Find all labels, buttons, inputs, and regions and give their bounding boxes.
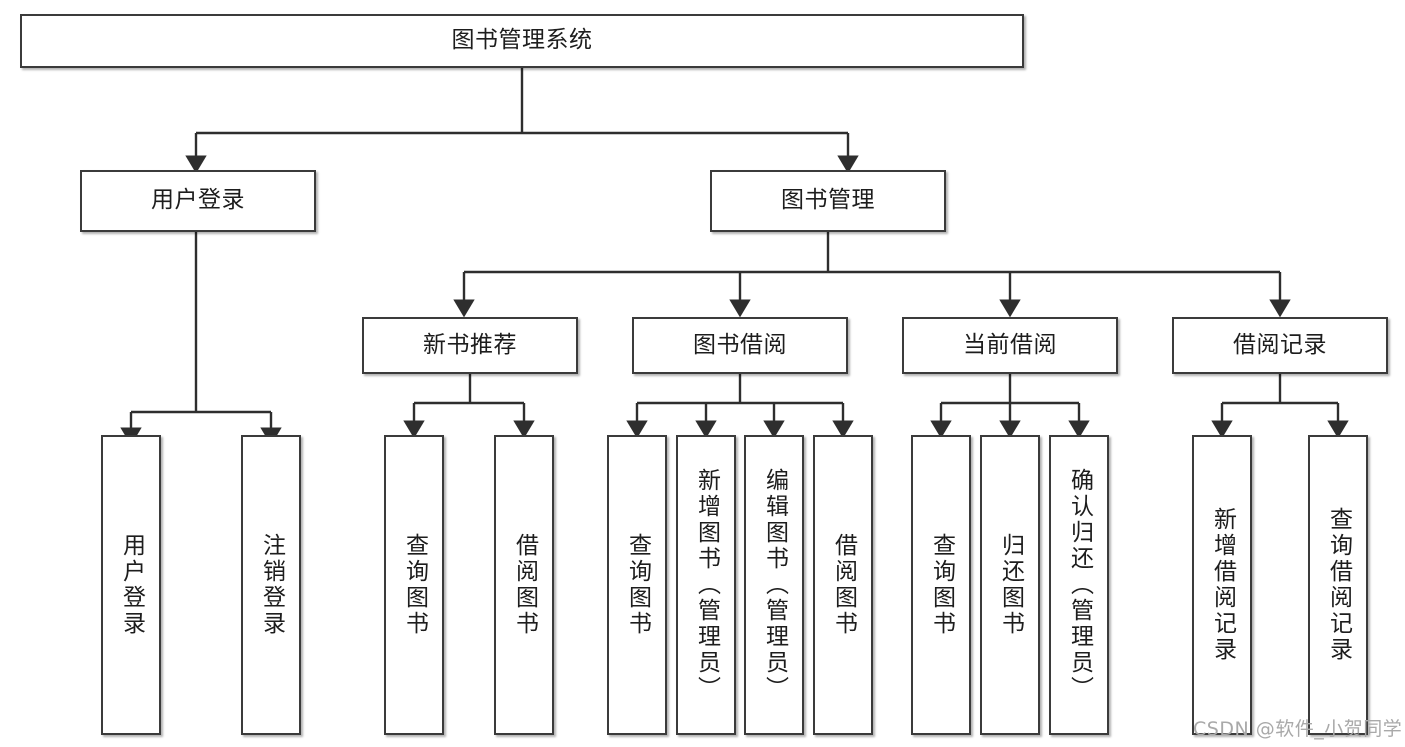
node-label: 注销登录 (258, 533, 285, 637)
leaf-book-borrow-add[interactable]: 新增图书（管理员） (676, 435, 736, 735)
node-label: 图书借阅 (693, 331, 787, 358)
node-user-login[interactable]: 用户登录 (80, 170, 316, 232)
node-borrow-record[interactable]: 借阅记录 (1172, 317, 1388, 374)
node-label: 查询图书 (928, 533, 955, 637)
node-label: 新增图书（管理员） (693, 468, 720, 702)
leaf-current-borrow-return[interactable]: 归还图书 (980, 435, 1040, 735)
node-current-borrow[interactable]: 当前借阅 (902, 317, 1118, 374)
leaf-book-borrow-query[interactable]: 查询图书 (607, 435, 667, 735)
leaf-borrow-record-add[interactable]: 新增借阅记录 (1192, 435, 1252, 735)
leaf-borrow-record-query[interactable]: 查询借阅记录 (1308, 435, 1368, 735)
node-label: 查询图书 (624, 533, 651, 637)
leaf-new-book-query[interactable]: 查询图书 (384, 435, 444, 735)
node-root-system[interactable]: 图书管理系统 (20, 14, 1024, 68)
node-label: 查询图书 (401, 533, 428, 637)
node-label: 借阅记录 (1233, 331, 1327, 358)
watermark-text: CSDN @软件_小贺同学 (1193, 718, 1403, 740)
node-book-management[interactable]: 图书管理 (710, 170, 946, 232)
node-label: 图书管理 (781, 187, 875, 214)
leaf-book-borrow-edit[interactable]: 编辑图书（管理员） (744, 435, 804, 735)
node-label: 用户登录 (151, 187, 245, 214)
leaf-user-login-logout[interactable]: 注销登录 (241, 435, 301, 735)
leaf-current-borrow-confirm-return[interactable]: 确认归还（管理员） (1049, 435, 1109, 735)
node-label: 借阅图书 (511, 533, 538, 637)
node-label: 用户登录 (118, 533, 145, 637)
node-label: 当前借阅 (963, 331, 1057, 358)
node-new-book-recommend[interactable]: 新书推荐 (362, 317, 578, 374)
leaf-new-book-borrow[interactable]: 借阅图书 (494, 435, 554, 735)
leaf-book-borrow-borrow[interactable]: 借阅图书 (813, 435, 873, 735)
node-label: 新增借阅记录 (1209, 507, 1236, 663)
node-label: 图书管理系统 (451, 27, 593, 54)
node-book-borrow[interactable]: 图书借阅 (632, 317, 848, 374)
node-label: 编辑图书（管理员） (761, 468, 788, 702)
node-label: 借阅图书 (830, 533, 857, 637)
node-label: 归还图书 (997, 533, 1024, 637)
node-label: 新书推荐 (423, 331, 517, 358)
node-label: 确认归还（管理员） (1066, 468, 1093, 702)
leaf-current-borrow-query[interactable]: 查询图书 (911, 435, 971, 735)
leaf-user-login-login[interactable]: 用户登录 (101, 435, 161, 735)
node-label: 查询借阅记录 (1325, 507, 1352, 663)
